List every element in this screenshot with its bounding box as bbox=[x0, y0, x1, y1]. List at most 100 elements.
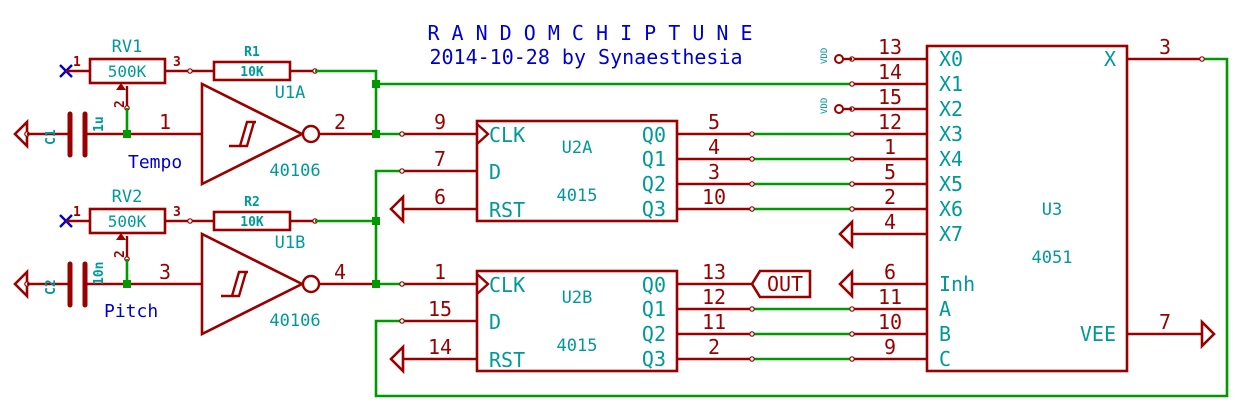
u2a-pin-number: 3 bbox=[708, 160, 720, 184]
r1-value: 10K bbox=[240, 65, 264, 80]
u2a-pin-clk: CLK bbox=[489, 123, 525, 147]
ground-icon bbox=[838, 268, 854, 300]
u3-pin-inh: Inh bbox=[939, 272, 975, 296]
rv1-pin3-number: 3 bbox=[173, 55, 181, 70]
u3-pin-number: 3 bbox=[1159, 35, 1171, 59]
u2a-pin-number: 5 bbox=[708, 110, 720, 134]
u1b-pin-in-number: 3 bbox=[159, 260, 171, 284]
u3-pin-b: B bbox=[939, 322, 951, 346]
r1-resistor[interactable]: R1 10K bbox=[212, 45, 318, 82]
u2a-pin-q2: Q2 bbox=[642, 172, 666, 196]
u3-pin-number: 11 bbox=[878, 285, 902, 309]
r2-resistor[interactable]: R2 10K bbox=[212, 195, 318, 232]
u3-pin-x3: X3 bbox=[939, 122, 963, 146]
u1b-body bbox=[200, 231, 305, 337]
schematic-subtitle: 2014-10-28 by Synaesthesia bbox=[429, 45, 742, 69]
r1-reference: R1 bbox=[244, 45, 260, 60]
clock-input-icon bbox=[476, 273, 490, 295]
rv2-potentiometer[interactable]: 1 500K RV2 3 2 bbox=[59, 187, 213, 262]
u1b-schmitt-inverter[interactable]: 3 4 U1B 40106 bbox=[159, 231, 376, 337]
u1b-value: 40106 bbox=[269, 311, 320, 331]
u2a-pin-number: 7 bbox=[434, 147, 446, 171]
u3-pin-number: 13 bbox=[878, 35, 902, 59]
u2b-pin-number: 14 bbox=[428, 335, 452, 359]
u3-pin-a: A bbox=[939, 297, 951, 321]
c1-value: 1u bbox=[92, 116, 107, 132]
u2b-pin-d: D bbox=[489, 310, 501, 334]
u3-pin-x1: X1 bbox=[939, 72, 963, 96]
u2a-pin-rst: RST bbox=[489, 198, 525, 222]
u3-pin-number: 6 bbox=[884, 260, 896, 284]
c1-capacitor[interactable]: C1 1u bbox=[13, 111, 202, 158]
rv2-reference: RV2 bbox=[112, 187, 143, 207]
u3-pin-x6: X6 bbox=[939, 197, 963, 221]
u2b-pin-clk: CLK bbox=[489, 273, 525, 297]
u3-pin-number: 14 bbox=[878, 60, 902, 84]
vdd-label: VDD bbox=[820, 48, 830, 64]
u3-pin-x2: X2 bbox=[939, 97, 963, 121]
u2b-reference: U2B bbox=[562, 288, 593, 308]
ground-icon bbox=[389, 343, 405, 375]
r2-reference: R2 bbox=[244, 195, 260, 210]
u2b-pin-q0: Q0 bbox=[642, 273, 666, 297]
u1a-pin-in-number: 1 bbox=[159, 110, 171, 134]
ground-icon bbox=[838, 218, 854, 250]
u3-pin-x4: X4 bbox=[939, 147, 963, 171]
u2a-pin-q0: Q0 bbox=[642, 123, 666, 147]
schmitt-trigger-icon bbox=[221, 270, 248, 298]
u1a-pin-out-number: 2 bbox=[334, 110, 346, 134]
u2b-pin-number: 13 bbox=[702, 260, 726, 284]
u3-pin-x0: X0 bbox=[939, 47, 963, 71]
vee-power-icon bbox=[1200, 318, 1216, 350]
r2-value: 10K bbox=[240, 215, 264, 230]
vdd-power-icon bbox=[834, 54, 844, 64]
u1a-schmitt-inverter[interactable]: 1 2 U1A 40106 bbox=[159, 81, 376, 187]
u2a-shift-register[interactable]: U2A 4015 CLK D RST 9 7 6 Q0 Q1 Q2 Q3 5 4… bbox=[389, 110, 752, 225]
rv2-value: 500K bbox=[108, 212, 147, 231]
u3-pin-number: 9 bbox=[884, 335, 896, 359]
u3-pin-number: 12 bbox=[878, 110, 902, 134]
c2-reference: C2 bbox=[44, 279, 59, 295]
c2-value: 10n bbox=[92, 262, 107, 285]
out-label-shape bbox=[750, 269, 812, 299]
rv1-reference: RV1 bbox=[112, 37, 143, 57]
clock-input-icon bbox=[476, 123, 490, 145]
vdd-power-icon bbox=[834, 104, 844, 114]
u3-pin-number: 5 bbox=[884, 160, 896, 184]
u1b-reference: U1B bbox=[275, 233, 306, 253]
u3-pin-number: 10 bbox=[878, 310, 902, 334]
wires-left bbox=[123, 57, 1229, 398]
inverter-bubble-icon bbox=[301, 124, 321, 144]
u2b-pin-rst: RST bbox=[489, 348, 525, 372]
u2a-pin-q3: Q3 bbox=[642, 197, 666, 221]
u2b-shift-register[interactable]: U2B 4015 CLK D RST 1 15 14 Q0 Q1 Q2 Q3 1… bbox=[389, 260, 752, 375]
out-global-label[interactable]: OUT bbox=[750, 269, 812, 299]
schematic-title: R A N D O M C H I P T U N E bbox=[427, 21, 752, 45]
rv1-pin1-number: 1 bbox=[73, 55, 81, 70]
rv1-value: 500K bbox=[108, 62, 147, 81]
rv1-pin2-number: 2 bbox=[113, 100, 128, 108]
out-label-text: OUT bbox=[767, 272, 803, 296]
u2b-pin-q2: Q2 bbox=[642, 322, 666, 346]
c2-capacitor[interactable]: C2 10n bbox=[13, 261, 202, 308]
u2a-pin-q1: Q1 bbox=[642, 147, 666, 171]
u2b-value: 4015 bbox=[557, 336, 598, 356]
net-label-tempo: Tempo bbox=[128, 152, 182, 173]
rv1-potentiometer[interactable]: 1 500K RV1 3 2 bbox=[59, 37, 213, 111]
u2a-pin-number: 4 bbox=[708, 135, 720, 159]
u1a-value: 40106 bbox=[269, 161, 320, 181]
u1b-pin-out-number: 4 bbox=[334, 260, 346, 284]
u2a-pin-number: 6 bbox=[434, 185, 446, 209]
u3-pin-number: 2 bbox=[884, 185, 896, 209]
rv2-pin2-number: 2 bbox=[113, 250, 128, 258]
u2b-pin-number: 1 bbox=[434, 260, 446, 284]
u3-multiplexer[interactable]: U3 4051 X013X114X215X312X41X55X62X74Inh6… bbox=[834, 35, 1216, 373]
u2a-pin-number: 9 bbox=[434, 110, 446, 134]
u1a-reference: U1A bbox=[275, 83, 306, 103]
c1-reference: C1 bbox=[44, 129, 59, 145]
u2b-pin-number: 15 bbox=[428, 297, 452, 321]
u3-reference: U3 bbox=[1042, 200, 1062, 220]
schmitt-trigger-icon bbox=[229, 120, 256, 148]
rv2-pin3-number: 3 bbox=[173, 205, 181, 220]
